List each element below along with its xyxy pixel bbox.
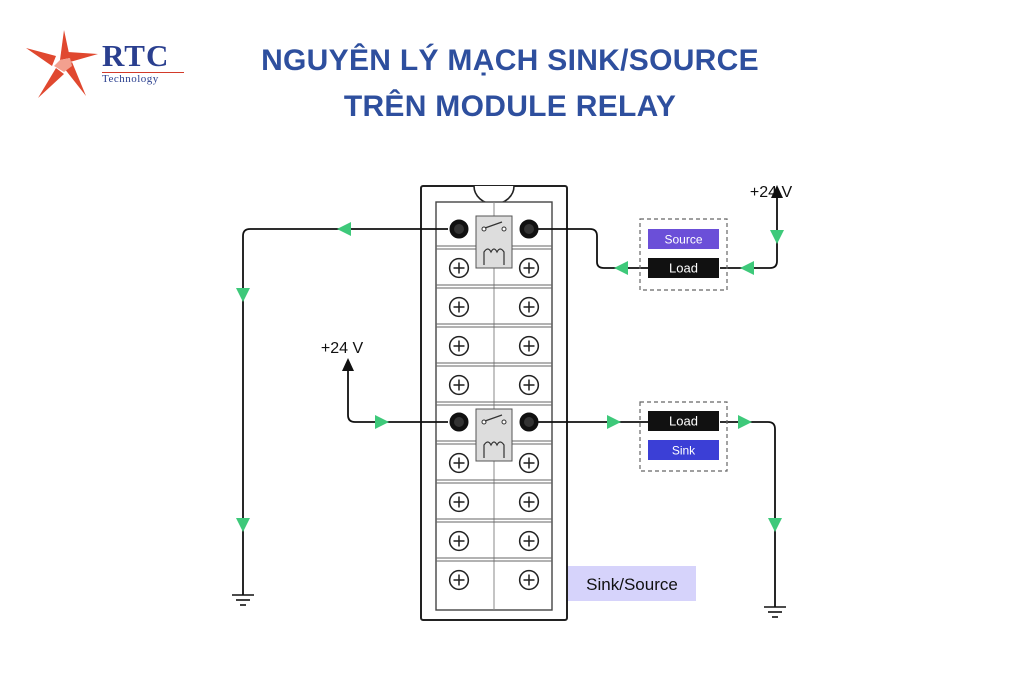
flow-arrow-icon bbox=[337, 222, 351, 236]
supply-label-top: +24 V bbox=[750, 184, 793, 201]
page-title-line-1: NGUYÊN LÝ MẠCH SINK/SOURCE bbox=[261, 44, 759, 77]
load-badge-bottom bbox=[648, 411, 719, 431]
load-badge-top-label: Load bbox=[669, 261, 698, 276]
bottom-load-group: Load Sink bbox=[639, 401, 728, 472]
star-logo-icon bbox=[26, 30, 98, 98]
flow-arrow-icon bbox=[236, 518, 250, 532]
flow-arrow-icon bbox=[614, 261, 628, 275]
load-badge-bottom-label: Load bbox=[669, 414, 698, 429]
sink-badge bbox=[648, 440, 719, 460]
logo-tagline: Technology bbox=[102, 73, 159, 85]
wire-top-supply bbox=[720, 198, 778, 269]
source-badge-label: Source bbox=[664, 233, 702, 247]
rtc-logo: RTC Technology bbox=[24, 28, 184, 100]
supply-arrow-top-icon bbox=[771, 185, 783, 198]
flow-arrow-icon bbox=[740, 261, 754, 275]
ground-right-icon bbox=[764, 606, 786, 618]
wire-top-ground bbox=[242, 228, 448, 595]
supply-label-bottom: +24 V bbox=[321, 340, 364, 357]
top-load-group: Source Load bbox=[639, 218, 728, 291]
module-tag-bg bbox=[568, 566, 696, 601]
load-badge-top bbox=[648, 258, 719, 278]
wires bbox=[242, 198, 778, 607]
wire-bottom-ground bbox=[720, 421, 776, 607]
flow-arrow-icon bbox=[607, 415, 621, 429]
logo-brand: RTC bbox=[102, 38, 170, 73]
flow-arrow-icon bbox=[738, 415, 752, 429]
supply-arrow-bottom-icon bbox=[342, 358, 354, 371]
source-badge bbox=[648, 229, 719, 249]
page-title-line-2: TRÊN MODULE RELAY bbox=[343, 90, 677, 123]
flow-arrow-icon bbox=[375, 415, 389, 429]
logo-rule bbox=[102, 72, 184, 73]
current-flow-arrows bbox=[236, 222, 784, 532]
sink-badge-label: Sink bbox=[672, 444, 696, 458]
relay-top bbox=[449, 215, 539, 269]
flow-arrow-icon bbox=[770, 230, 784, 244]
relay-bottom bbox=[449, 408, 539, 462]
flow-arrow-icon bbox=[768, 518, 782, 532]
flow-arrow-icon bbox=[236, 288, 250, 302]
wire-top-load bbox=[538, 228, 648, 269]
module-tag: Sink/Source bbox=[586, 575, 678, 594]
ground-left-icon bbox=[232, 594, 254, 606]
wire-bottom-supply bbox=[347, 370, 448, 423]
